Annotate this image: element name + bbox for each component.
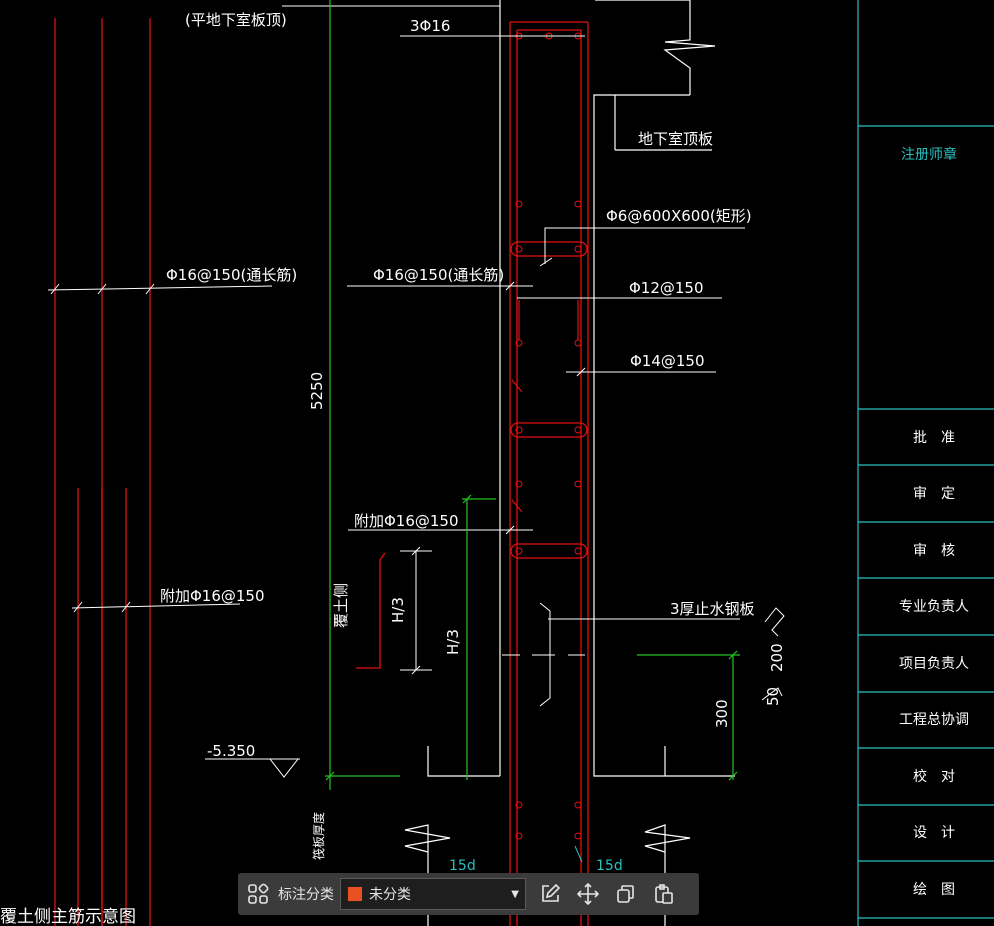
anchor-right-label: 15d [596,858,623,874]
bar-3phi16-label: 3Φ16 [410,17,450,35]
wall-leaders [347,35,745,707]
titleblock-row: 批 准 [913,430,955,446]
wall-outline [404,0,735,926]
annotation-category-label: 标注分类 [278,887,334,903]
soil-side-label: 覆土侧 [332,583,350,628]
titleblock-row: 设 计 [913,825,955,841]
anchor-left-label: 15d [449,858,476,874]
annotation-toolbar: 标注分类 未分类 ▼ [238,873,699,915]
titleblock-row: 项目负责人 [899,656,969,672]
long-bar-left-label: Φ16@150(通长筋) [166,266,297,284]
title-block-rows: 批 准 审 定 审 核 专业负责人 项目负责人 工程总协调 校 对 设 计 绘 … [899,430,969,898]
titleblock-row: 绘 图 [913,882,955,898]
h3-b-label: H/3 [444,629,462,655]
rebar-dots [515,32,582,840]
elevation-label: -5.350 [207,742,255,760]
add-bar-mid-label: 附加Φ16@150 [354,512,459,530]
bar-phi14-label: Φ14@150 [630,352,705,370]
foundation-note-label: 筏板厚度 [311,812,326,860]
long-bar-mid-label: Φ16@150(通长筋) [373,266,504,284]
dimension-5250 [325,0,400,790]
dim-5250-label: 5250 [308,372,326,410]
anchor-leader [574,845,583,863]
category-select-value: 未分类 [369,887,411,903]
rebar-hooks [511,300,579,513]
caret-down-icon: ▼ [511,888,519,900]
stirrup-label: Φ6@600X600(矩形) [606,207,752,225]
elevation-marker [205,758,300,778]
grid-apps-icon[interactable] [244,880,272,908]
h3-green-dimension [462,494,496,780]
rebar-cage [509,21,589,926]
move-icon[interactable] [574,880,602,908]
soil-side-marker [356,552,386,669]
titleblock-row: 工程总协调 [899,712,969,728]
waterstop-detail [761,607,785,701]
h3-a-label: H/3 [389,597,407,623]
titleblock-row: 校 对 [913,768,955,785]
left-leaders [47,283,273,613]
titleblock-row: 审 定 [913,486,955,502]
annotation-category-select[interactable]: 未分类 ▼ [340,878,526,910]
top-note-label: (平地下室板顶) [185,11,287,29]
edit-icon[interactable] [536,880,564,908]
left-rebar-lines [54,18,151,926]
title-block [857,0,994,926]
h3-dimensions [400,546,432,675]
waterstop-label: 3厚止水钢板 [670,600,755,618]
paste-icon[interactable] [650,880,678,908]
dim-300-label: 300 [713,699,731,728]
dim-50-label: 50 [764,687,782,706]
titleblock-row: 审 核 [913,543,955,559]
add-bar-left-label: 附加Φ16@150 [160,587,265,605]
dim-200-label: 200 [768,643,786,672]
bottom-caption: 覆土侧主筋示意图 [0,907,136,926]
titleblock-row: 专业负责人 [899,599,969,615]
dim-300 [637,650,740,781]
copy-icon[interactable] [612,880,640,908]
basement-slab-label: 地下室顶板 [638,130,713,148]
category-color-swatch [347,886,363,902]
bar-phi12-label: Φ12@150 [629,279,704,297]
seal-label: 注册师章 [901,146,957,163]
